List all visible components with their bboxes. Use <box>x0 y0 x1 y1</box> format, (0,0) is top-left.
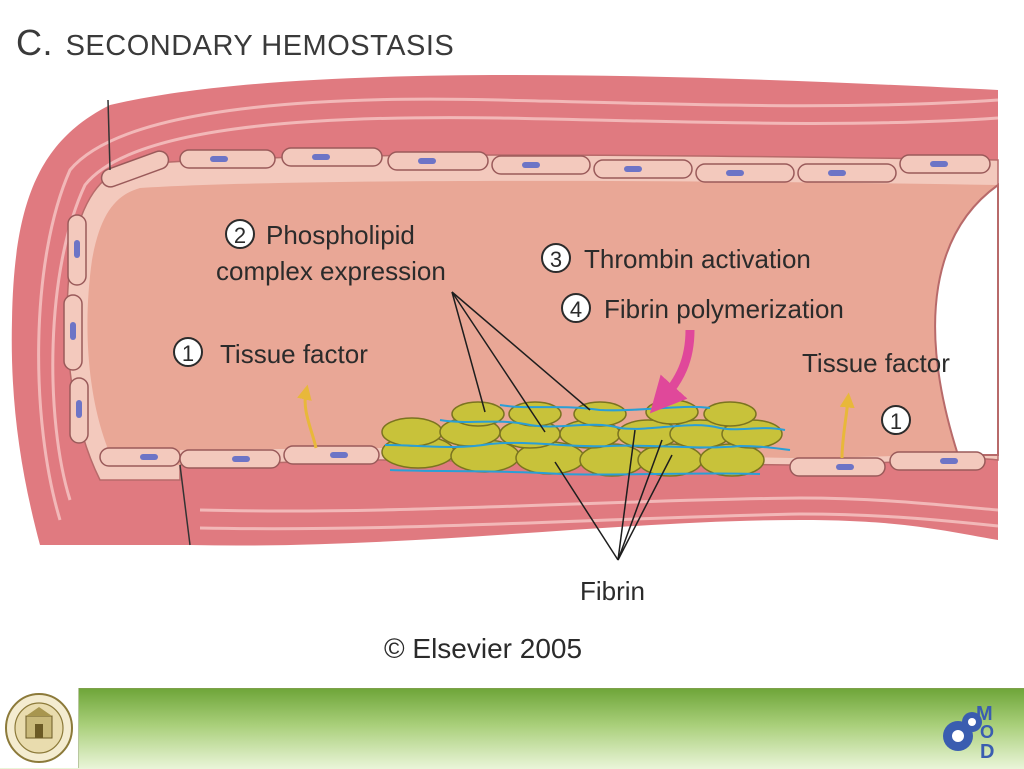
mod-letter-o: O <box>980 722 994 742</box>
cell-nuclei-bottom <box>232 452 958 470</box>
cell-nuclei-top <box>210 154 948 176</box>
label-thrombin-activation: Thrombin activation <box>584 244 811 274</box>
vessel-lumen <box>87 180 998 465</box>
cell-nuclei-left <box>70 240 158 460</box>
slide-title: C. SECONDARY HEMOSTASIS <box>16 22 454 64</box>
cut-line-bottom <box>179 464 191 546</box>
label-tissue-factor-right: Tissue factor <box>802 348 950 378</box>
step-badge-1-left: 1 <box>173 337 203 367</box>
step-badge-4: 4 <box>561 293 591 323</box>
label-fibrin: Fibrin <box>580 576 645 606</box>
fibrin-strands <box>384 404 791 476</box>
mod-letter-m: M <box>976 703 993 725</box>
university-seal-icon <box>5 693 73 763</box>
vessel-opening <box>934 183 999 456</box>
svg-text:2: 2 <box>234 223 246 248</box>
label-phospholipid-line1: Phospholipid <box>266 220 415 250</box>
thrombin-arrow <box>649 329 695 414</box>
wall-stripes <box>37 97 999 531</box>
mod-logo: M O D <box>943 703 994 762</box>
label-fibrin-polymerization: Fibrin polymerization <box>604 294 844 324</box>
copyright-text: © Elsevier 2005 <box>384 633 582 664</box>
vessel-diagram: 2 3 4 1 1 Phospholipid complex expressio… <box>11 75 999 664</box>
endothelial-cells-left <box>63 150 181 467</box>
title-letter: C. <box>16 22 53 63</box>
label-phospholipid-line2: complex expression <box>216 256 446 286</box>
tissue-factor-arrow-right <box>839 392 855 459</box>
label-tissue-factor-left: Tissue factor <box>220 339 368 369</box>
pointer-lines <box>451 291 673 561</box>
mod-letter-d: D <box>980 741 994 762</box>
step-badge-3: 3 <box>541 243 571 273</box>
step-badge-1-right: 1 <box>881 405 911 435</box>
cut-line-top <box>107 99 111 171</box>
footer-bar <box>0 688 1024 769</box>
svg-text:4: 4 <box>570 297 582 322</box>
endothelial-cells-top <box>179 147 991 183</box>
svg-text:1: 1 <box>890 409 902 434</box>
svg-text:1: 1 <box>182 341 194 366</box>
svg-text:3: 3 <box>550 247 562 272</box>
step-badge-2: 2 <box>225 219 255 249</box>
tissue-factor-arrow-left <box>297 384 318 449</box>
slide: C. SECONDARY HEMOSTASIS <box>11 22 999 664</box>
title-text: SECONDARY HEMOSTASIS <box>65 30 455 62</box>
